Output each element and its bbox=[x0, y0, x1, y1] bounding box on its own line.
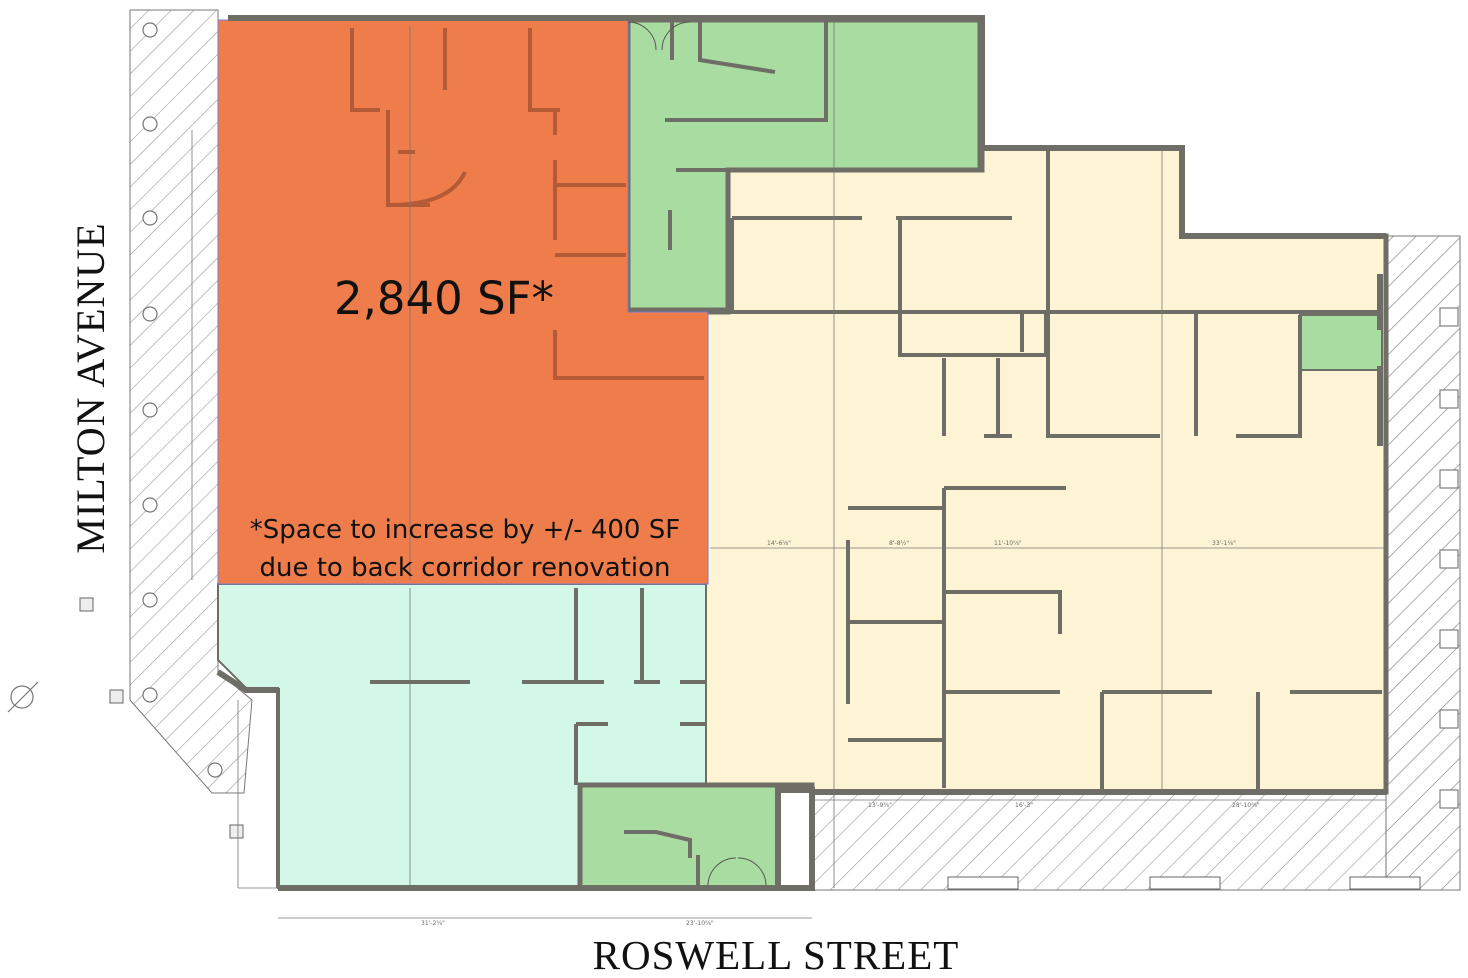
note-line-2: due to back corridor renovation bbox=[259, 553, 671, 583]
dim-label: 28'-10⅝" bbox=[1232, 802, 1260, 809]
dimension-lines bbox=[191, 22, 1386, 919]
exterior-walls bbox=[216, 15, 1386, 891]
street-label-roswell-street: ROSWELL STREET bbox=[592, 932, 960, 978]
street-light-markers bbox=[7, 22, 223, 778]
zone-cream bbox=[701, 145, 1389, 795]
dim-label: 11'-10⅝" bbox=[994, 540, 1022, 547]
dim-label: 23'-10⅝" bbox=[686, 920, 714, 927]
zone-green-small bbox=[1299, 314, 1383, 371]
dim-label: 13'-9⅜" bbox=[868, 802, 892, 809]
dim-label: 16'-3" bbox=[1015, 802, 1034, 809]
unit-area-note: *Space to increase by +/- 400 SF due to … bbox=[250, 511, 680, 587]
interior-walls bbox=[276, 20, 1383, 888]
dim-label: 14'-6⅝" bbox=[767, 540, 791, 547]
note-line-1: *Space to increase by +/- 400 SF bbox=[249, 515, 681, 545]
unit-area-label: 2,840 SF* bbox=[333, 272, 555, 325]
door-swings bbox=[627, 21, 767, 887]
utility-boxes bbox=[79, 597, 244, 839]
street-label-milton-avenue: MILTON AVENUE bbox=[68, 222, 113, 554]
dim-label: 33'-1⅛" bbox=[1212, 540, 1236, 547]
dim-label: 8'-8½" bbox=[889, 540, 910, 547]
storefront-markers bbox=[947, 307, 1459, 890]
dim-label: 31'-2⅝" bbox=[421, 920, 445, 927]
